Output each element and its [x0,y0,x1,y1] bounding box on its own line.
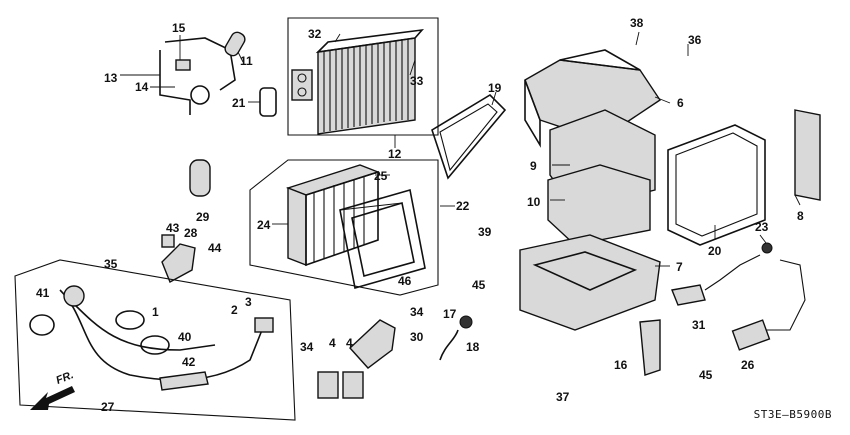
callout-40: 40 [178,330,192,344]
clamp-1 [115,310,145,330]
filter-frame [339,188,426,290]
link-30 [349,319,396,369]
filter-element [285,164,381,267]
callout-38: 38 [630,16,644,30]
callout-18: 18 [466,340,480,354]
actuator-4a [317,371,339,399]
callout-4a: 4 [329,336,336,350]
callout-42: 42 [182,355,196,369]
diagram-code: ST3E–B5900B [753,408,832,421]
callout-9: 9 [530,159,537,173]
callout-33: 33 [410,74,424,88]
callout-43: 43 [166,221,180,235]
callout-26: 26 [741,358,755,372]
evaporator-group-box [287,17,439,136]
callout-23: 23 [755,220,769,234]
clamp-40 [140,335,170,355]
clip-31 [671,284,706,306]
callout-44: 44 [208,241,222,255]
callout-32: 32 [308,27,322,41]
leader-lines [120,31,801,267]
filter-group-box [249,159,439,296]
seal-19 [431,93,507,180]
callout-17: 17 [443,307,457,321]
callout-10: 10 [527,195,541,209]
bracket-16 [639,319,661,376]
callout-29: 29 [196,210,210,224]
connector-26 [731,319,771,351]
bottom-case [519,234,661,331]
callout-25: 25 [374,169,388,183]
wire-harness [59,285,274,381]
grommet-29 [189,159,211,197]
callout-36: 36 [688,33,702,47]
evaporator-core [291,28,424,135]
callout-45a: 45 [472,278,486,292]
lower-housing [547,164,651,246]
callout-13: 13 [104,71,118,85]
harness-box [14,259,296,421]
callout-3: 3 [245,295,252,309]
callout-6: 6 [677,96,684,110]
callout-22: 22 [456,199,470,213]
callout-31: 31 [692,318,706,332]
callout-37: 37 [556,390,570,404]
callout-7: 7 [676,260,683,274]
drain-hose-17 [439,315,473,361]
callout-16: 16 [614,358,628,372]
bracket-8 [794,109,821,201]
callout-19: 19 [488,81,502,95]
callout-14: 14 [135,80,149,94]
seal-20 [667,124,766,246]
holder-42 [159,371,209,391]
callout-2: 2 [231,303,238,317]
callout-34a: 34 [300,340,314,354]
callout-35: 35 [104,257,118,271]
nut-43 [161,234,175,248]
callout-8: 8 [797,209,804,223]
thermistor-23 [704,242,806,331]
callout-1: 1 [152,305,159,319]
actuator-4b [342,371,364,399]
callout-15: 15 [172,21,186,35]
callout-46: 46 [398,274,412,288]
callout-4b: 4 [346,336,353,350]
callout-12: 12 [388,147,402,161]
callout-24: 24 [257,218,271,232]
callout-27: 27 [101,400,115,414]
callout-45b: 45 [699,368,713,382]
clip-41 [29,314,55,336]
callout-20: 20 [708,244,722,258]
pipe-11 [224,31,246,57]
callout-39: 39 [478,225,492,239]
callout-11: 11 [240,54,253,68]
callout-28: 28 [184,226,198,240]
callout-21: 21 [232,96,246,110]
callout-34b: 34 [410,305,424,319]
callout-41: 41 [36,286,50,300]
callout-30: 30 [410,330,424,344]
